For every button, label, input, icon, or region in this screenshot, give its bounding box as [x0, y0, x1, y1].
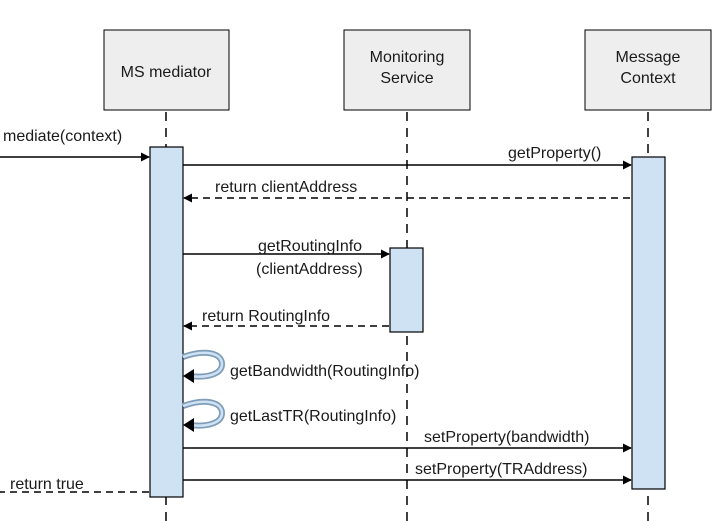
- message-set-property-bandwidth: setProperty(bandwidth): [424, 429, 589, 446]
- participant-label-line-2: Service: [380, 70, 433, 87]
- activation-ms-mediator: [149, 146, 184, 498]
- self-call-get-last-tr: [181, 398, 226, 432]
- participant-monitoring-service: Monitoring Service: [343, 29, 471, 111]
- message-return-true: return true: [10, 476, 84, 493]
- message-return-client-address: return clientAddress: [215, 179, 357, 196]
- message-set-property-tr: setProperty(TRAddress): [415, 461, 588, 478]
- activation-message-context: [631, 156, 666, 490]
- self-call-get-bandwidth: [181, 349, 226, 383]
- participant-label-line-1: Message: [616, 49, 681, 66]
- activation-monitoring-service: [389, 247, 424, 333]
- participant-ms-mediator: MS mediator: [103, 29, 230, 111]
- message-get-bandwidth: getBandwidth(RoutingInfo): [230, 363, 419, 380]
- participant-message-context: Message Context: [584, 29, 712, 111]
- message-get-last-tr: getLastTR(RoutingInfo): [230, 408, 396, 425]
- message-get-property: getProperty(): [508, 145, 601, 162]
- message-mediate: mediate(context): [3, 128, 122, 145]
- participant-label-line-2: Context: [620, 70, 676, 87]
- participant-label-line-1: Monitoring: [370, 49, 445, 66]
- message-return-routing-info: return RoutingInfo: [202, 308, 330, 325]
- message-get-routing-info-line-1: getRoutingInfo: [258, 238, 362, 255]
- participant-label: MS mediator: [121, 64, 212, 81]
- message-get-routing-info-line-2: (clientAddress): [256, 261, 363, 278]
